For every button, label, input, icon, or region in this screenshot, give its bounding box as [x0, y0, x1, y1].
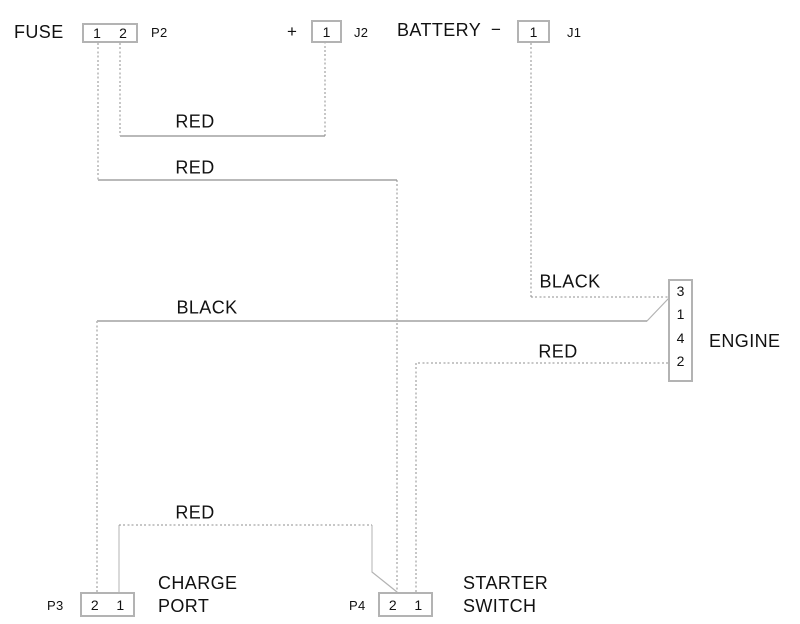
battery-connector-box: 1: [517, 20, 550, 43]
engine-connector-box: 3 1 4 2: [668, 279, 693, 382]
fuse-pin-2: 2: [119, 25, 127, 41]
wire-color-label-charge-port-pin1-to-starter-switch-pin2: RED: [173, 502, 217, 524]
fuse-connector-box: 1 2: [82, 23, 138, 43]
engine-pin-1: 1: [676, 306, 685, 323]
engine-pin-4: 4: [676, 329, 685, 346]
wire-color-label-engine-pin2-to-starter-switch-pin1: RED: [536, 341, 580, 363]
battery-connector-ref: J1: [567, 25, 582, 40]
battery-pin-1: 1: [529, 23, 538, 40]
wire-color-label-fuse-pin2-to-battery-plus-j2: RED: [173, 111, 217, 133]
battery-minus-sign: −: [491, 20, 501, 39]
charge-port-connector-ref: P3: [47, 598, 64, 613]
engine-pin-2: 2: [676, 352, 685, 369]
starter-switch-pin-1: 1: [414, 596, 423, 613]
engine-label: ENGINE: [709, 331, 781, 351]
battery-plus-sign: +: [287, 22, 297, 41]
wire-color-label-fuse-pin1-to-starter-switch-pin2: RED: [173, 157, 217, 179]
battery-plus-connector-box: 1: [311, 20, 342, 43]
fuse-pin-1: 1: [93, 25, 101, 41]
starter-switch-connector-box: 2 1: [378, 592, 433, 617]
starter-switch-pin-2: 2: [388, 596, 397, 613]
wire-color-label-battery-j1-to-engine-pin3: BLACK: [537, 271, 603, 293]
charge-port-pin-1: 1: [116, 596, 125, 613]
fuse-label: FUSE: [14, 22, 64, 42]
wire-color-label-charge-port-pin2-to-engine-pin3: BLACK: [174, 297, 240, 319]
starter-switch-connector-ref: P4: [349, 598, 366, 613]
battery-label: BATTERY: [397, 20, 482, 40]
engine-pin-3: 3: [676, 283, 685, 299]
battery-plus-connector-ref: J2: [354, 25, 369, 40]
battery-plus-pin-1: 1: [322, 23, 331, 40]
charge-port-pin-2: 2: [90, 596, 99, 613]
charge-port-connector-box: 2 1: [80, 592, 135, 617]
fuse-connector-ref: P2: [151, 25, 168, 40]
